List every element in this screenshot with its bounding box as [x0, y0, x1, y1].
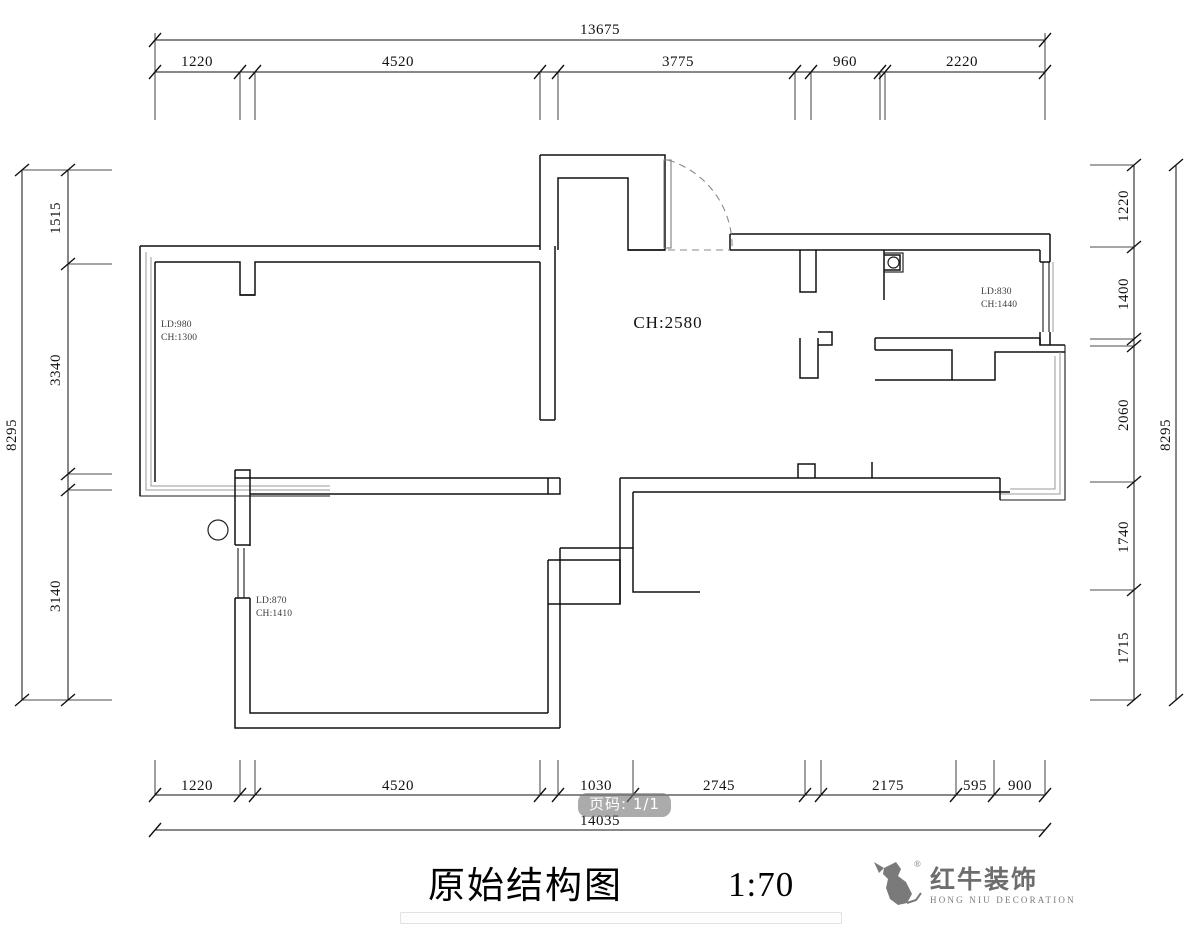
dim-right-seg-0: 1220 — [1116, 190, 1132, 222]
dim-bottom-seg-6: 900 — [1008, 778, 1032, 794]
room-note-left-lower-ld: LD:870 — [256, 596, 287, 606]
dim-left-seg-2: 3140 — [48, 580, 64, 612]
page-indicator-badge: 页码: 1/1 — [578, 793, 671, 818]
top-dimension-chain: 1220 4520 3775 960 2220 — [148, 54, 1052, 120]
company-logo: ® 红牛装饰 HONG NIU DECORATION — [874, 859, 1076, 905]
logo-brand-cn: 红牛装饰 — [930, 865, 1038, 894]
dim-top-seg-4: 2220 — [946, 54, 978, 70]
dim-left-overall: 8295 — [4, 419, 20, 451]
dim-top-seg-2: 3775 — [662, 54, 694, 70]
pipe-fixture-icon — [207, 519, 229, 541]
dim-right-seg-2: 2060 — [1116, 399, 1132, 431]
dim-bottom-seg-5: 595 — [963, 778, 987, 794]
dim-right-seg-1: 1400 — [1116, 278, 1132, 310]
room-note-right-ld: LD:830 — [981, 287, 1012, 297]
dim-bottom-seg-1: 4520 — [382, 778, 414, 794]
dim-right-seg-4: 1715 — [1116, 632, 1132, 664]
plan-walls — [139, 154, 1066, 729]
right-dimension-chain: 1220 1400 2060 1740 1715 — [1090, 158, 1142, 707]
dim-top-seg-3: 960 — [833, 54, 857, 70]
top-dimension-overall: 13675 — [148, 22, 1052, 72]
right-dimension-overall: 8295 — [1158, 158, 1184, 707]
dim-bottom-seg-0: 1220 — [181, 778, 213, 794]
room-note-left-lower-ch: CH:1410 — [256, 609, 292, 619]
dim-bottom-seg-3: 2745 — [703, 778, 735, 794]
dim-top-seg-1: 4520 — [382, 54, 414, 70]
dim-right-overall: 8295 — [1158, 419, 1174, 451]
room-note-left-lower: LD:870 CH:1410 — [256, 596, 292, 619]
page-title: 原始结构图 — [428, 864, 623, 907]
dim-top-overall: 13675 — [580, 22, 620, 38]
left-dimension-chain: 1515 3340 3140 — [48, 163, 112, 707]
dim-bottom-seg-2: 1030 — [580, 778, 612, 794]
dim-left-seg-1: 3340 — [48, 354, 64, 386]
dim-right-seg-3: 1740 — [1116, 521, 1132, 553]
dim-top-seg-0: 1220 — [181, 54, 213, 70]
entry-door — [663, 159, 733, 251]
logo-trademark: ® — [914, 859, 923, 869]
main-ceiling-height-label: CH:2580 — [633, 313, 702, 332]
room-note-right: LD:830 CH:1440 — [981, 287, 1017, 310]
room-note-left-upper: LD:980 CH:1300 — [161, 320, 197, 343]
riser-fixture-icon — [883, 252, 904, 273]
room-note-right-ch: CH:1440 — [981, 300, 1017, 310]
room-note-left-upper-ch: CH:1300 — [161, 333, 197, 343]
drawing-scale: 1:70 — [728, 865, 794, 904]
dim-bottom-seg-4: 2175 — [872, 778, 904, 794]
logo-brand-en: HONG NIU DECORATION — [930, 895, 1076, 905]
room-note-left-upper-ld: LD:980 — [161, 320, 192, 330]
horizontal-scrollbar[interactable] — [400, 912, 842, 924]
dim-left-seg-0: 1515 — [48, 202, 64, 234]
bull-icon — [874, 862, 922, 905]
left-dimension-overall: 8295 — [4, 163, 68, 707]
bottom-dimension-chain: 1220 4520 1030 2745 2175 595 900 — [148, 760, 1052, 803]
